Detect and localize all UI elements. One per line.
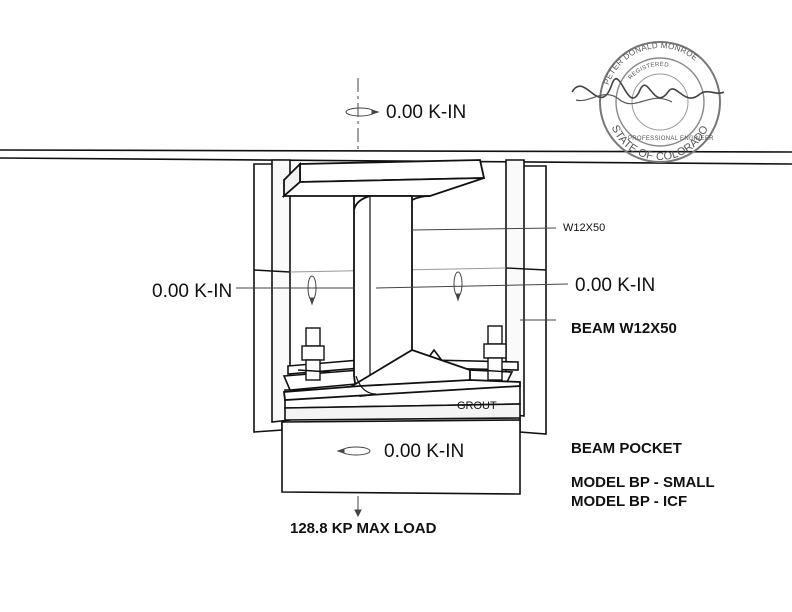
seal-profession: PROFESSIONAL ENGINEER — [628, 136, 714, 142]
model-icf: MODEL BP - ICF — [571, 493, 687, 510]
pocket-title: BEAM POCKET — [571, 440, 682, 457]
pocket-walls — [253, 159, 547, 435]
model-small: MODEL BP - SMALL — [571, 474, 715, 491]
center-axis — [354, 78, 362, 518]
beam-title: BEAM W12X50 — [571, 320, 677, 337]
seal-registered: REGISTERED — [628, 62, 670, 81]
seal-state: STATE OF COLORADO — [609, 123, 711, 163]
moment-label-right: 0.00 K-IN — [575, 275, 655, 296]
leaders — [236, 227, 569, 321]
grout-label: GROUT — [457, 400, 497, 412]
moment-label-bottom: 0.00 K-IN — [384, 441, 464, 462]
moment-label-left: 0.00 K-IN — [152, 281, 232, 302]
anchor-bolts — [297, 325, 511, 381]
moment-symbols — [307, 107, 463, 456]
signature — [571, 77, 725, 99]
footing-block — [281, 419, 521, 495]
engineer-seal: PETER DONALD MONROE STATE OF COLORADO RE… — [571, 41, 725, 163]
moment-label-top: 0.00 K-IN — [386, 102, 466, 123]
beam-callout: W12X50 — [563, 222, 605, 234]
steel-beam — [281, 159, 521, 401]
max-load-label: 128.8 KP MAX LOAD — [290, 520, 437, 537]
